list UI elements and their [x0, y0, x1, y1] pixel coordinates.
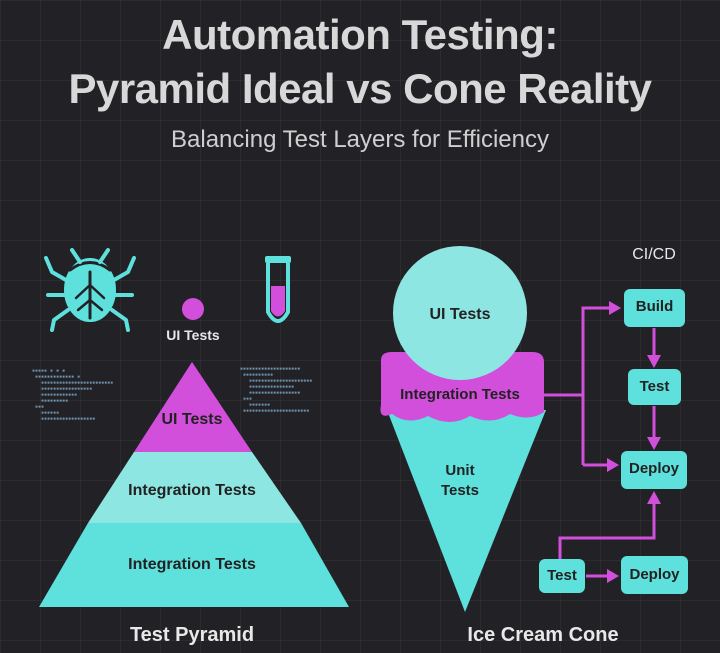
- cone-body-label-line2: Tests: [440, 482, 480, 499]
- pipeline-test-label: Test: [639, 378, 670, 395]
- cone-body-label-line1: Unit: [445, 462, 475, 479]
- pipeline-deploy-label: Deploy: [628, 460, 679, 477]
- pipeline-build-label: Build: [635, 298, 674, 315]
- pipeline-arrows: [544, 306, 656, 578]
- code-snippet-left: ▪▪▪▪▪ ▪ ▪ ▪ ▪▪▪▪▪▪▪▪▪▪▪▪▪ ▪ ▪▪▪▪▪▪▪▪▪▪▪▪…: [32, 368, 114, 422]
- ui-dot-marker: [182, 298, 204, 320]
- test-pyramid: [39, 362, 349, 607]
- pyramid-layer-middle: Integration Tests: [128, 482, 256, 499]
- pyramid-layer-top: UI Tests: [161, 411, 223, 428]
- pyramid-floating-label: UI Tests: [166, 327, 220, 343]
- cone-scoop-middle-label: Integration Tests: [400, 386, 520, 403]
- pyramid-caption: Test Pyramid: [129, 624, 255, 646]
- title-line-2: Pyramid Ideal vs Cone Reality: [68, 65, 652, 112]
- test-tube-icon: [265, 256, 291, 323]
- pipeline-title: CI/CD: [632, 246, 676, 263]
- pipeline-bottom-test-label: Test: [547, 567, 577, 584]
- title-line-1: Automation Testing:: [162, 11, 558, 58]
- cone-scoop-top-label: UI Tests: [429, 306, 491, 323]
- pipeline-arrowheads: [607, 301, 661, 583]
- pipeline-boxes: [539, 289, 688, 594]
- cone-caption: Ice Cream Cone: [467, 624, 619, 646]
- pipeline-bottom-deploy-label: Deploy: [629, 566, 680, 583]
- code-snippet-right: ▪▪▪▪▪▪▪▪▪▪▪▪▪▪▪▪▪▪▪▪ ▪▪▪▪▪▪▪▪▪▪ ▪▪▪▪▪▪▪▪…: [240, 366, 313, 414]
- subtitle: Balancing Test Layers for Efficiency: [171, 126, 549, 153]
- pyramid-layer-bottom: Integration Tests: [128, 556, 256, 573]
- ice-cream-cone: [380, 246, 546, 612]
- bug-icon: [44, 248, 136, 332]
